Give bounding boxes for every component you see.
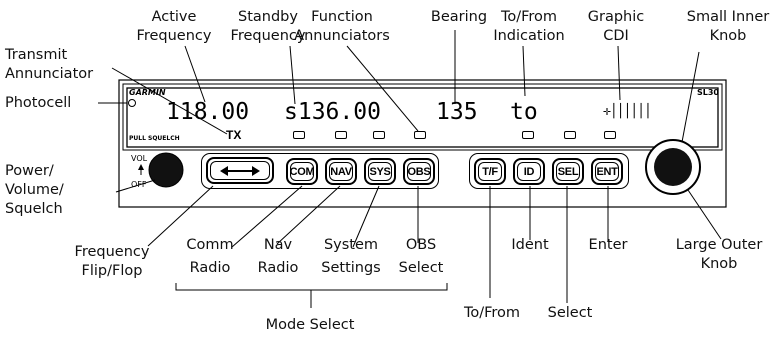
off-label: OFF (131, 180, 147, 189)
photocell-sensor (128, 99, 136, 107)
select-callout: Select (547, 305, 593, 321)
annunciator-6 (564, 131, 576, 139)
annunciator-5 (522, 131, 534, 139)
sel-button[interactable]: SEL (552, 158, 584, 185)
power-volume-squelch-callout: Power/Volume/Squelch (5, 163, 64, 217)
power-knob (148, 152, 184, 188)
ent-button[interactable]: ENT (591, 158, 623, 185)
cdi-display: ✛││││││ (603, 104, 652, 119)
mode-button-group (201, 153, 439, 189)
photocell-callout: Photocell (5, 95, 72, 111)
flip-flop-button[interactable] (206, 157, 274, 184)
bearing-callout: Bearing (430, 9, 488, 25)
garmin-logo: GARMIN (129, 88, 166, 97)
mode-select-callout: Mode Select (265, 317, 355, 333)
ident-callout: Ident (511, 237, 549, 253)
annunciator-3 (373, 131, 385, 139)
model-label: SL30 (697, 88, 719, 97)
annunciator-2 (335, 131, 347, 139)
bearing-display: 135 (436, 99, 478, 125)
nav-button[interactable]: NAV (325, 158, 357, 185)
annunciator-7 (604, 131, 616, 139)
pull-squelch-label: PULL SQUELCH (129, 135, 180, 142)
annunciator-4 (414, 131, 426, 139)
standby-frequency-display: s136.00 (284, 99, 381, 125)
tx-annunciator: TX (226, 128, 242, 142)
obs-button[interactable]: OBS (403, 158, 435, 185)
tf-button[interactable]: T/F (474, 158, 506, 185)
enter-callout: Enter (588, 237, 628, 253)
vol-label: VOL (131, 154, 148, 163)
sys-button[interactable]: SYS (364, 158, 396, 185)
to-from-display: to (510, 99, 538, 125)
com-button[interactable]: COM (286, 158, 318, 185)
annunciator-1 (293, 131, 305, 139)
small-inner-knob (654, 148, 692, 186)
id-button[interactable]: ID (513, 158, 545, 185)
to-from-callout: To/From (463, 305, 521, 321)
select-button-group (469, 153, 629, 189)
active-frequency-display: 118.00 (166, 99, 250, 125)
